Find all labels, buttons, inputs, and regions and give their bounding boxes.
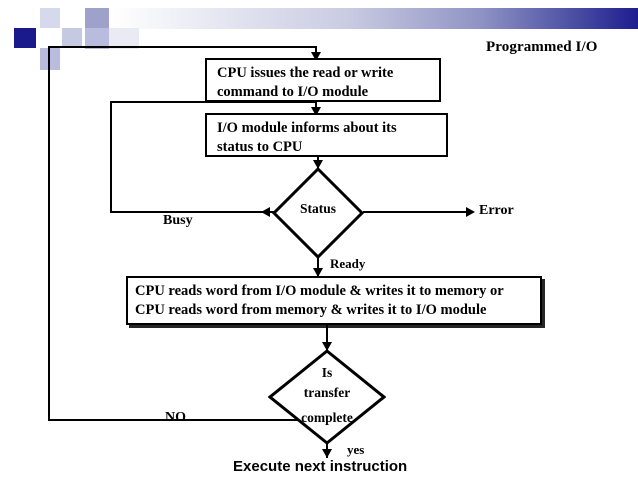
node-status-decision[interactable]: Status bbox=[272, 167, 364, 259]
node-execute-next-instruction: Execute next instruction bbox=[233, 458, 408, 475]
arrowhead-transfer-yes bbox=[322, 449, 332, 458]
arrowhead-status-error bbox=[466, 207, 475, 217]
header-gradient-bar bbox=[113, 8, 638, 29]
node-cpu-issues-line-2: command to I/O module bbox=[217, 84, 369, 101]
loop-busy-top bbox=[110, 101, 316, 103]
loop-busy-vertical bbox=[110, 101, 112, 213]
edge-label-ready: Ready bbox=[330, 256, 366, 271]
node-io-informs[interactable]: I/O module informs about its status to C… bbox=[205, 113, 448, 157]
node-io-informs-line-1: I/O module informs about its bbox=[217, 120, 397, 136]
node-cpu-issues-line-1: CPU issues the read or write bbox=[217, 65, 394, 81]
arrowhead-status-ready bbox=[313, 268, 323, 277]
loop-no-top bbox=[48, 46, 316, 48]
arrowhead-into-io-informs bbox=[311, 107, 321, 116]
edge-label-busy: Busy bbox=[163, 213, 193, 228]
arrowhead-into-cpu-issues bbox=[311, 52, 321, 61]
loop-no-bottom bbox=[48, 419, 328, 421]
slide-title: Programmed I/O bbox=[486, 39, 598, 55]
decor-square-dark bbox=[14, 28, 36, 48]
decor-square-light-a bbox=[40, 8, 60, 28]
node-transfer-line-3: complete bbox=[301, 410, 353, 426]
edge-label-yes: yes bbox=[347, 442, 365, 457]
node-status-label: Status bbox=[299, 201, 336, 216]
node-transfer-label: Is transfer complete bbox=[268, 363, 386, 428]
loop-no-vertical bbox=[48, 46, 50, 421]
connector-reads-to-transfer bbox=[326, 325, 328, 350]
node-cpu-reads[interactable]: CPU reads word from I/O module & writes … bbox=[126, 276, 542, 325]
decor-square-mid-b bbox=[85, 8, 109, 28]
edge-label-error: Error bbox=[479, 203, 514, 218]
decor-square-pale bbox=[109, 28, 139, 49]
node-cpu-reads-line-1: CPU reads word from I/O module & writes … bbox=[135, 283, 504, 299]
transfer-diamond-shape bbox=[268, 349, 386, 445]
node-cpu-issues[interactable]: CPU issues the read or write command to … bbox=[205, 58, 441, 102]
node-io-informs-line-2: status to CPU bbox=[217, 139, 303, 156]
status-diamond-shape bbox=[272, 167, 364, 259]
node-transfer-line-2: transfer bbox=[303, 384, 351, 400]
node-transfer-decision[interactable]: Is transfer complete bbox=[268, 349, 386, 445]
node-transfer-line-1: Is bbox=[321, 365, 333, 380]
connector-transfer-no bbox=[268, 419, 280, 421]
edge-label-no: NO bbox=[165, 410, 186, 425]
decor-square-mid-a bbox=[62, 28, 82, 48]
node-cpu-reads-line-2: CPU reads word from memory & writes it t… bbox=[135, 302, 487, 319]
decor-square-light-b bbox=[40, 48, 60, 70]
arrowhead-status-busy bbox=[261, 207, 270, 217]
decor-square-mid-c bbox=[85, 28, 109, 49]
connector-status-busy bbox=[262, 211, 278, 213]
arrowhead-io-to-status bbox=[313, 160, 323, 169]
connector-status-ready bbox=[317, 258, 319, 277]
arrowhead-reads-to-transfer bbox=[322, 342, 332, 351]
loop-busy-bottom bbox=[110, 211, 276, 213]
connector-status-error bbox=[363, 211, 469, 213]
